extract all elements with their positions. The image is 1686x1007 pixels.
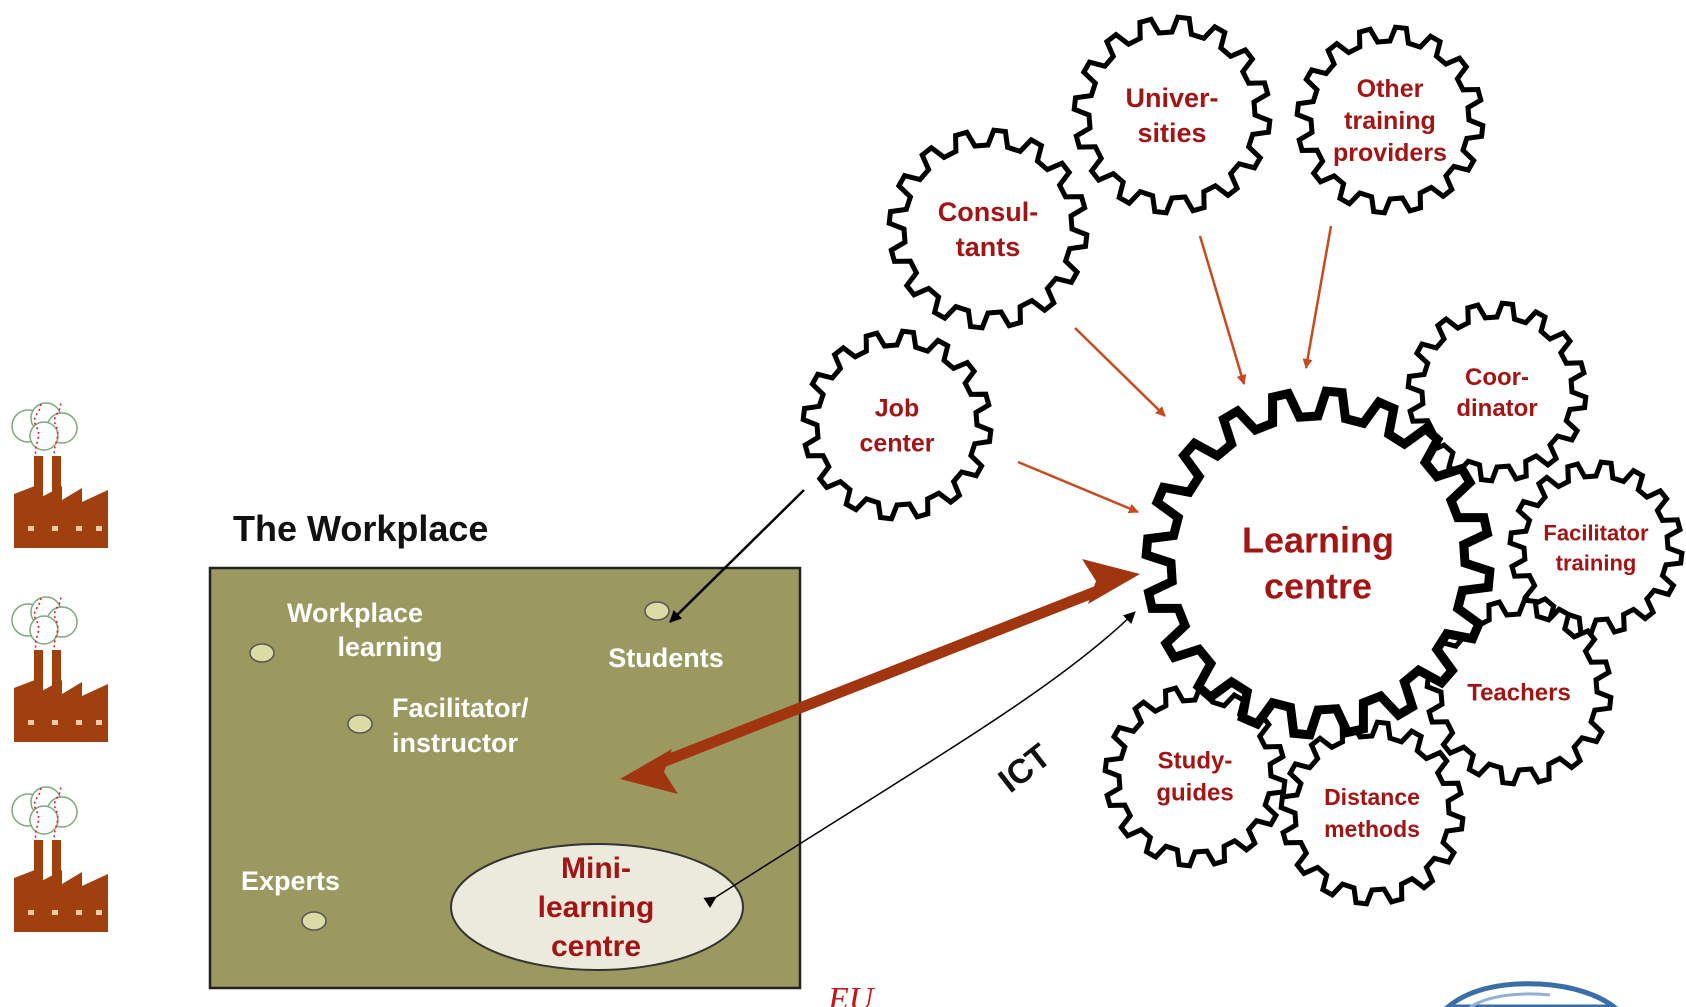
- gear-teachers-label: Teachers: [1467, 679, 1571, 706]
- gear-distance-methods-shape: [1278, 719, 1466, 907]
- gear-consultants-shape: [886, 127, 1090, 331]
- main-arrow-head-left: [620, 749, 678, 794]
- gear-other-providers-label: providers: [1333, 139, 1447, 167]
- gears: Univer-sitiesOthertrainingprovidersConsu…: [800, 14, 1685, 907]
- facilitator-line-2: instructor: [392, 728, 519, 758]
- facilitator-instructor: Facilitator/ instructor: [347, 693, 529, 758]
- gear-consultants: Consul-tants: [886, 127, 1090, 331]
- gear-universities-label: Univer-: [1125, 83, 1218, 113]
- gear-job-center-label: center: [859, 429, 934, 457]
- marker-dot: [249, 643, 275, 663]
- facilitator-line-1: Facilitator/: [392, 693, 529, 723]
- gear-study-guides-label: Study-: [1158, 747, 1233, 774]
- mini-learning-line-1: Mini-: [561, 852, 631, 885]
- gear-facilitator-training-shape: [1507, 459, 1685, 637]
- gear-consultants-label: Consul-: [938, 197, 1039, 227]
- factory-icon: [11, 785, 109, 933]
- mini-learning-line-2: learning: [538, 891, 655, 924]
- gear-coordinator-shape: [1405, 300, 1589, 484]
- main-arrow-head-right: [1082, 559, 1140, 604]
- gear-facilitator-training: Facilitator training: [1507, 459, 1685, 637]
- gear-job-center-shape: [800, 328, 994, 522]
- gear-other-providers-label: Other: [1357, 75, 1424, 103]
- students-label: Students: [608, 643, 724, 673]
- gear-learning-centre: Learning centre: [1141, 386, 1495, 740]
- gear-universities-shape: [1071, 14, 1273, 216]
- arrows: [620, 225, 1333, 908]
- marker-dot: [644, 601, 670, 621]
- gear-consultants-label: tants: [956, 232, 1021, 262]
- gear-job-center-label: Job: [875, 394, 919, 422]
- workplace-learning-line-2: learning: [337, 632, 442, 662]
- gear-universities: Univer-sities: [1071, 14, 1273, 216]
- arrow-job-center-to-learning-centre: [1017, 460, 1139, 514]
- gear-coordinator-label: Coor-: [1465, 364, 1529, 391]
- arrow-providers-to-learning-centre: [1302, 225, 1333, 369]
- gear-distance-methods-label: methods: [1324, 816, 1420, 842]
- gear-other-providers: Other training providers: [1294, 24, 1486, 216]
- gear-distance-methods-label: Distance: [1324, 784, 1420, 810]
- gear-learning-centre-label: Learning: [1242, 520, 1394, 561]
- marker-dot: [301, 911, 327, 931]
- gear-universities-label: sities: [1137, 118, 1206, 148]
- gear-study-guides: Study-guides: [1102, 683, 1288, 869]
- arrow-job-center-to-students: [669, 489, 805, 623]
- gear-job-center: Job center: [800, 328, 994, 522]
- main-two-way-arrow-shaft: [657, 584, 1103, 769]
- factory-icon: [11, 401, 109, 549]
- marker-dot: [347, 714, 373, 734]
- workplace-title: The Workplace: [233, 508, 488, 549]
- ict-label: ICT: [992, 736, 1059, 800]
- gear-distance-methods: Distance methods: [1278, 719, 1466, 907]
- footer-text: EU: [827, 981, 876, 1007]
- gear-study-guides-label: guides: [1156, 779, 1233, 806]
- experts: Experts: [241, 866, 340, 931]
- ict-connection-arrow: [703, 611, 1136, 908]
- gear-coordinator: Coor-dinator: [1405, 300, 1589, 484]
- workplace-learning-line-1: Workplace: [287, 598, 423, 628]
- gear-facilitator-training-label: training: [1556, 551, 1637, 576]
- gear-learning-centre-label: centre: [1264, 566, 1372, 607]
- arrow-universities-to-learning-centre: [1198, 235, 1247, 385]
- mini-learning-centre: Mini- learning centre: [450, 843, 744, 971]
- factory-icon: [11, 595, 109, 743]
- mini-learning-line-3: centre: [551, 930, 641, 963]
- factory-icons: [11, 401, 109, 933]
- gear-other-providers-label: training: [1344, 107, 1436, 135]
- gear-other-providers-shape: [1294, 24, 1486, 216]
- gear-teachers: Teachers: [1424, 597, 1614, 787]
- arrow-consultants-to-learning-centre: [1074, 327, 1166, 417]
- logo-icon: [1444, 981, 1619, 1007]
- gear-learning-centre-shape: [1141, 386, 1495, 740]
- gear-facilitator-training-label: Facilitator: [1543, 521, 1649, 546]
- gear-coordinator-label: dinator: [1456, 395, 1537, 422]
- experts-label: Experts: [241, 866, 340, 896]
- workplace-learning: Workplace learning: [249, 598, 443, 663]
